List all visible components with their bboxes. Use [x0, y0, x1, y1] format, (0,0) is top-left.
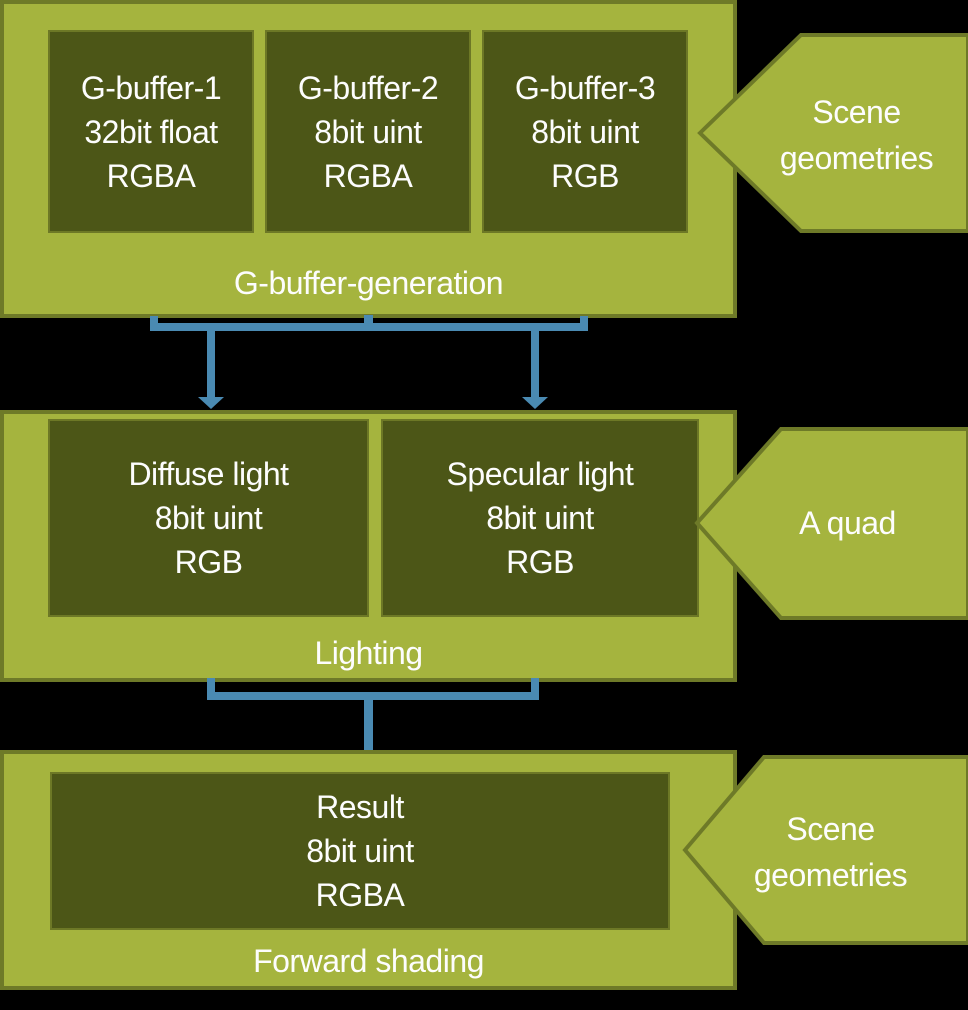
- input-label-scene-geometries-top: Scene geometries: [745, 89, 968, 181]
- input-label-a-quad: A quad: [735, 500, 960, 546]
- connector-left-stub: [207, 678, 215, 692]
- buffer-line: 32bit float: [84, 113, 218, 150]
- stage-label-lighting: Lighting: [314, 635, 423, 671]
- input-label-line: Scene: [812, 94, 901, 130]
- connector-right-stub: [531, 678, 539, 692]
- connector-right-line: [531, 331, 539, 397]
- input-label-line: Scene: [786, 811, 875, 847]
- buffer-box-specular-light: Specular light 8bit uint RGB: [381, 419, 699, 617]
- input-label-line: geometries: [753, 857, 908, 893]
- connector-left-line: [207, 331, 215, 397]
- down-arrowhead-icon: [198, 397, 224, 409]
- buffer-line: 8bit uint: [486, 500, 594, 536]
- buffer-line: RGBA: [323, 157, 413, 194]
- input-label-scene-geometries-bottom: Scene geometries: [713, 806, 948, 898]
- connector-center-stub: [364, 315, 373, 325]
- connector-left-stub: [150, 316, 158, 325]
- connector-horizontal-bar: [207, 692, 539, 700]
- buffer-box-diffuse-light: Diffuse light 8bit uint RGB: [48, 419, 369, 617]
- buffer-line: RGB: [551, 157, 619, 194]
- buffer-line: Diffuse light: [128, 456, 289, 492]
- buffer-line: 8bit uint: [154, 500, 263, 536]
- buffer-box-gbuffer-2: G-buffer-2 8bit uint RGBA: [265, 30, 471, 233]
- buffer-line: 8bit uint: [531, 113, 639, 150]
- buffer-line: RGB: [174, 544, 243, 580]
- input-label-line: A quad: [799, 505, 896, 541]
- left-arrow-pentagon-icon: [697, 33, 968, 233]
- buffer-line: RGBA: [315, 877, 405, 913]
- left-arrow-pentagon-icon: [694, 427, 968, 620]
- connector-right-stub: [580, 316, 588, 325]
- stage-label-gbuffer-generation: G-buffer-generation: [233, 265, 504, 301]
- buffer-line: G-buffer-1: [80, 69, 222, 106]
- down-arrowhead-icon: [522, 397, 548, 409]
- connector-horizontal-bar: [150, 323, 588, 331]
- connector-center-line: [364, 700, 373, 752]
- buffer-line: G-buffer-2: [297, 69, 439, 106]
- stage-label-forward-shading: Forward shading: [253, 943, 484, 979]
- buffer-line: RGBA: [106, 157, 196, 194]
- buffer-line: 8bit uint: [306, 833, 414, 869]
- buffer-line: Result: [316, 789, 404, 825]
- stage-forward-shading: Result 8bit uint RGBA Forward shading: [0, 750, 737, 990]
- input-label-line: geometries: [779, 140, 934, 176]
- buffer-line: Specular light: [446, 456, 634, 492]
- buffer-line: G-buffer-3: [514, 69, 656, 106]
- buffer-box-gbuffer-1: G-buffer-1 32bit float RGBA: [48, 30, 254, 233]
- left-arrow-pentagon-icon: [682, 755, 968, 945]
- stage-lighting: Diffuse light 8bit uint RGB Specular lig…: [0, 410, 737, 682]
- buffer-box-gbuffer-3: G-buffer-3 8bit uint RGB: [482, 30, 688, 233]
- buffer-line: RGB: [506, 544, 574, 580]
- buffer-box-result: Result 8bit uint RGBA: [50, 772, 670, 930]
- stage-gbuffer-generation: G-buffer-1 32bit float RGBA G-buffer-2 8…: [0, 0, 737, 318]
- buffer-line: 8bit uint: [314, 113, 422, 150]
